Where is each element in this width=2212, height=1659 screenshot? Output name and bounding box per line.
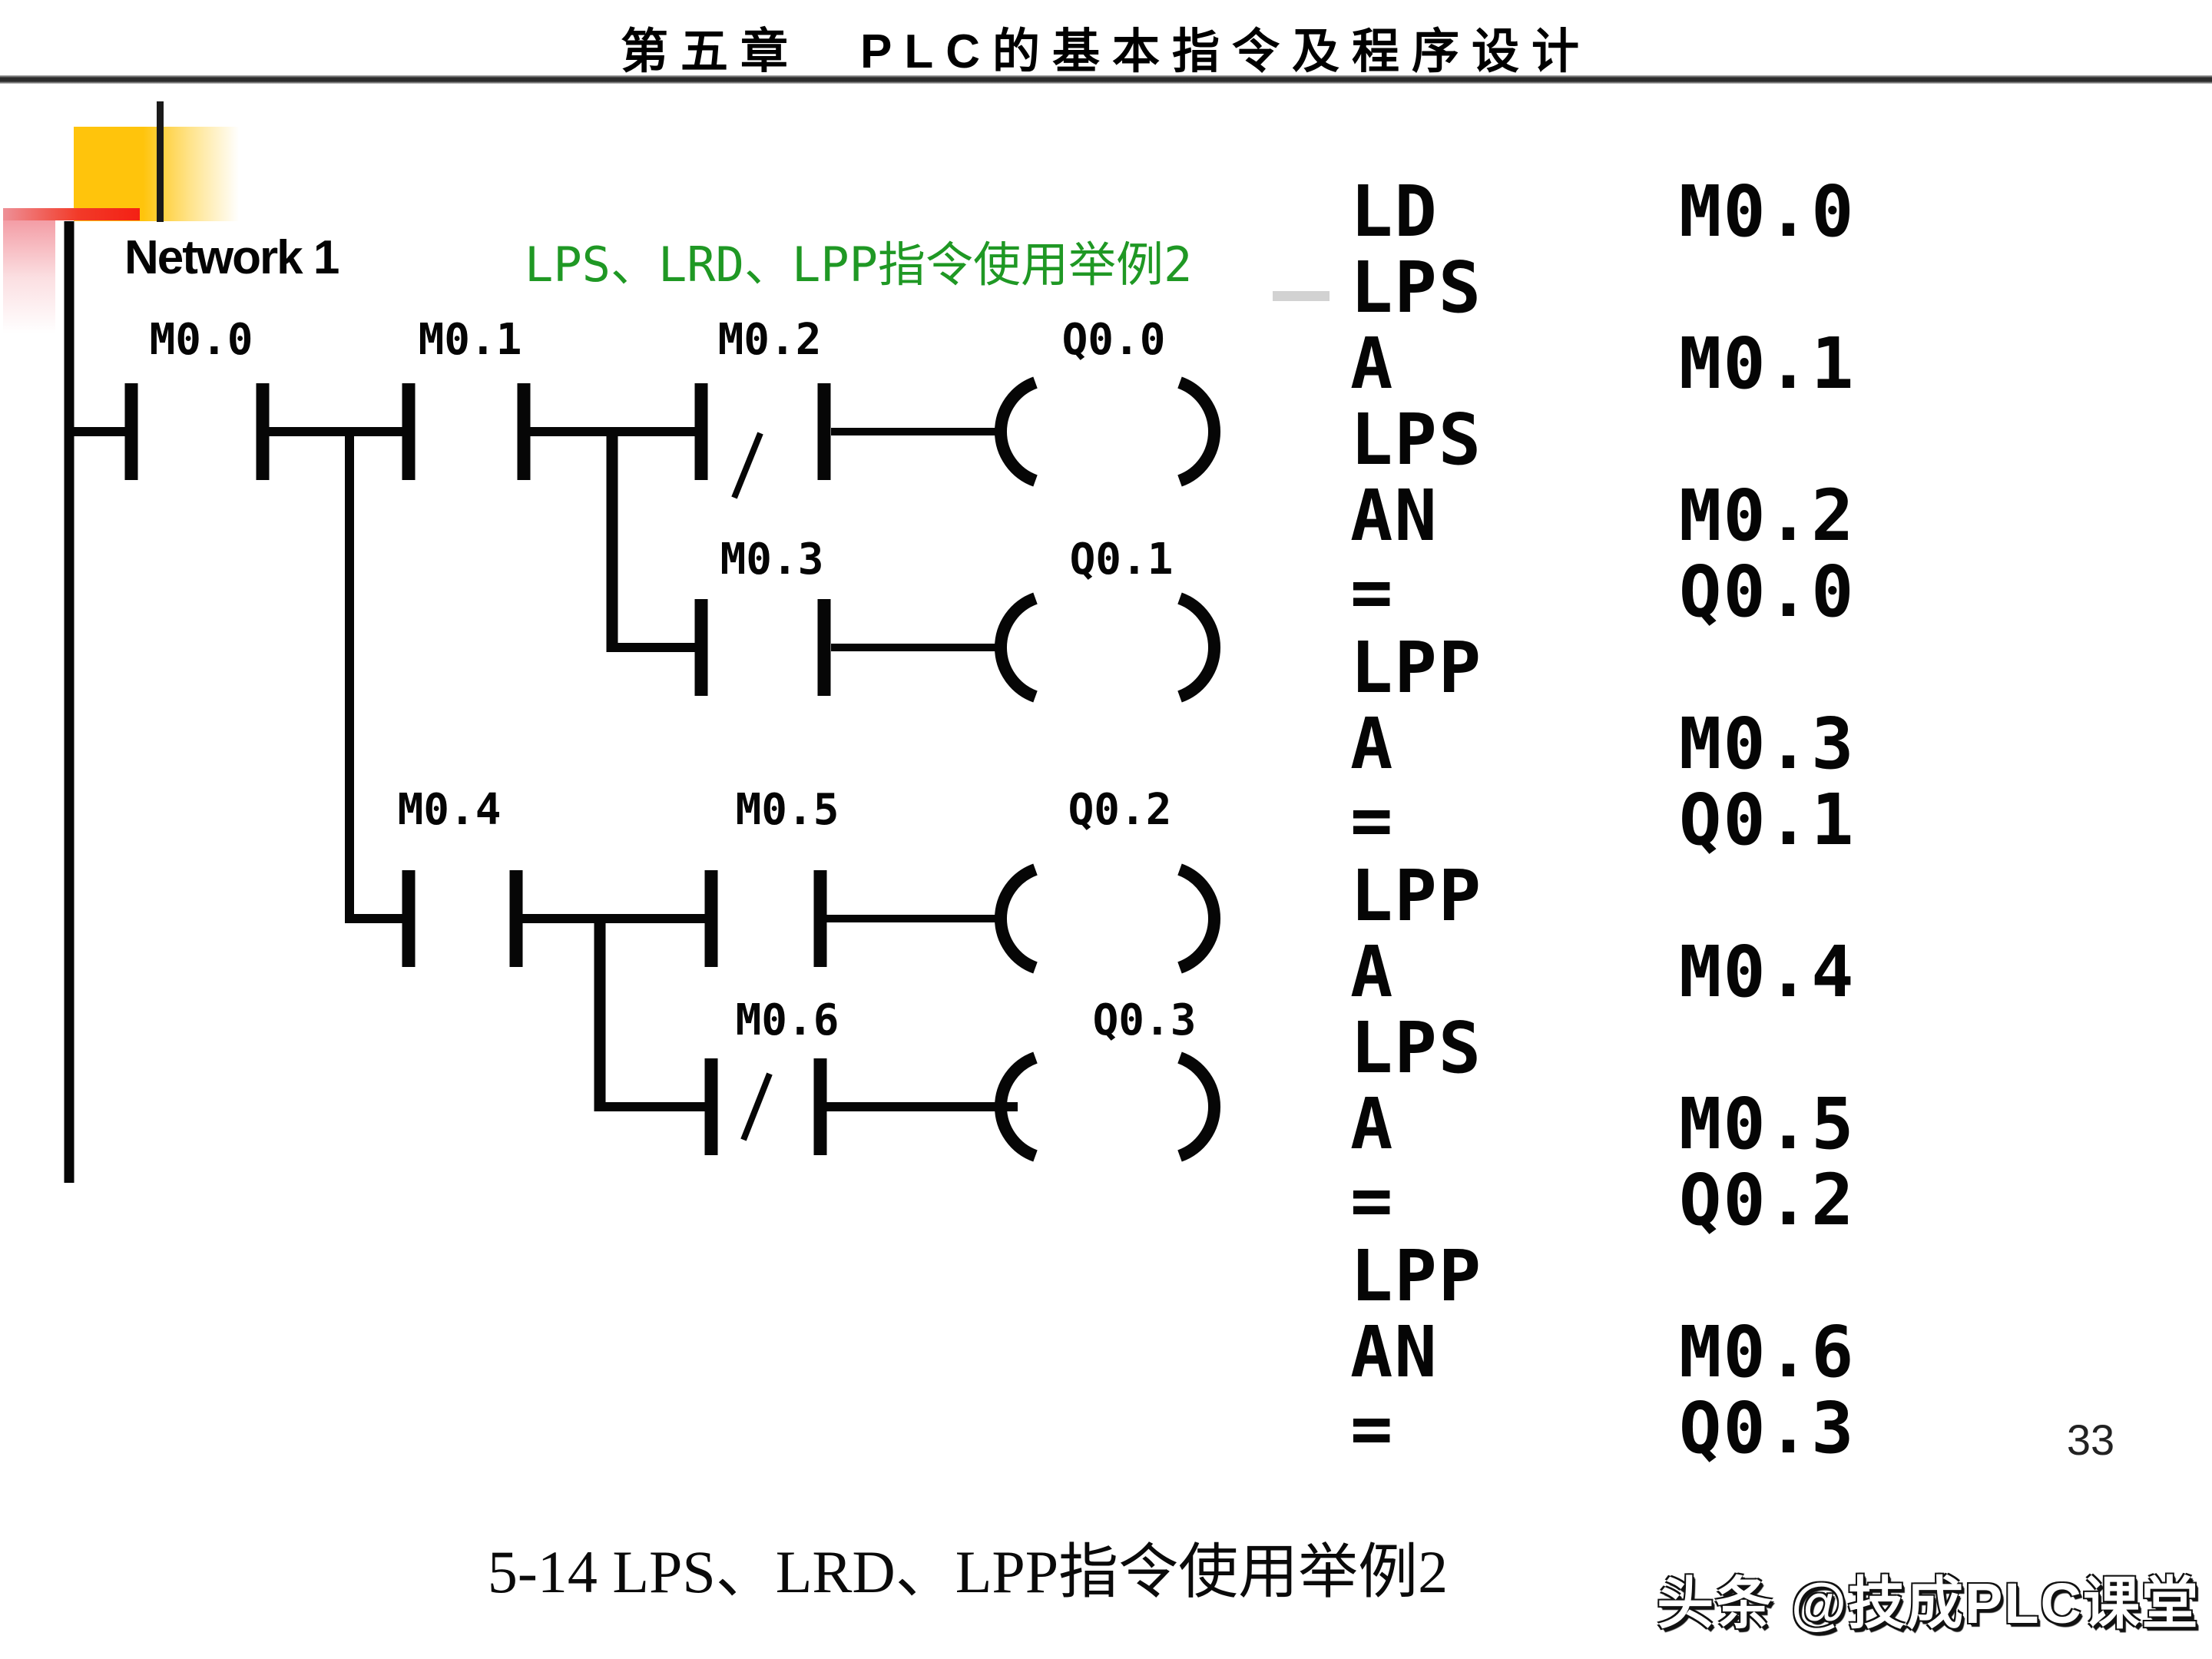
- stl-opcode: A: [1350, 323, 1395, 405]
- nc-slash: [740, 1072, 773, 1141]
- contact-m0-0: [124, 383, 270, 480]
- page-title: 第五章 PLC的基本指令及程序设计: [620, 25, 1591, 78]
- stl-operand: M0.2: [1679, 475, 1856, 557]
- label-q0-1: Q0.1: [1069, 535, 1174, 584]
- stl-row: A M0.1: [1350, 326, 1856, 402]
- page-number: 33: [2066, 1416, 2115, 1464]
- nc-slash: [731, 432, 763, 499]
- label-m0-6: M0.6: [735, 995, 839, 1045]
- pink-gradient-decoration: [3, 209, 55, 333]
- contact-m0-6-nc: [704, 1058, 827, 1155]
- contact-m0-4: [402, 870, 523, 967]
- label-m0-5: M0.5: [735, 785, 839, 835]
- red-bar-decoration: [3, 208, 140, 220]
- yellow-square-decoration: [74, 127, 239, 221]
- stl-operand: M0.0: [1679, 171, 1856, 253]
- stl-row: = Q0.1: [1350, 782, 1856, 858]
- stl-operand: Q0.2: [1679, 1159, 1856, 1241]
- label-m0-3: M0.3: [720, 535, 824, 584]
- stl-operand: M0.6: [1679, 1311, 1856, 1393]
- stl-row: LPP: [1350, 1238, 1856, 1314]
- stl-operand: M0.4: [1679, 931, 1856, 1013]
- stl-opcode: LPP: [1350, 627, 1483, 709]
- stl-opcode: AN: [1350, 475, 1439, 557]
- stl-row: LPS: [1350, 250, 1856, 326]
- coil-q0-1: [995, 592, 1220, 703]
- label-q0-3: Q0.3: [1092, 995, 1197, 1045]
- gray-dash-marker: [1273, 291, 1330, 301]
- stl-row: AN M0.6: [1350, 1314, 1856, 1390]
- stl-operand: Q0.1: [1679, 779, 1856, 861]
- stl-operand: M0.3: [1679, 703, 1856, 785]
- coil-q0-3: [995, 1051, 1220, 1162]
- label-m0-4: M0.4: [397, 785, 502, 835]
- label-m0-1: M0.1: [418, 315, 522, 365]
- watermark: 头条 @技成PLC课堂: [1657, 1571, 2200, 1635]
- label-m0-2: M0.2: [717, 315, 822, 365]
- stl-row: = Q0.0: [1350, 554, 1856, 630]
- stl-opcode: A: [1350, 1083, 1395, 1165]
- label-m0-0: M0.0: [149, 315, 253, 365]
- stl-opcode: A: [1350, 931, 1395, 1013]
- stl-opcode: =: [1350, 551, 1395, 633]
- coil-q0-0: [995, 376, 1220, 487]
- contact-m0-2-nc: [694, 383, 831, 499]
- stl-row: A M0.5: [1350, 1086, 1856, 1162]
- stl-opcode: LPS: [1350, 399, 1483, 481]
- contact-m0-3: [694, 599, 831, 696]
- stl-row: AN M0.2: [1350, 478, 1856, 554]
- stl-opcode: LPP: [1350, 855, 1483, 937]
- stl-program: LD M0.0 LPS A M0.1 LPS AN M0.2 = Q0.0 LPP A M…: [1350, 174, 1856, 1466]
- stl-row: LPS: [1350, 402, 1856, 478]
- network-subtitle: LPS、LRD、LPP指令使用举例2: [525, 237, 1193, 293]
- stl-row: = Q0.2: [1350, 1162, 1856, 1238]
- stl-row: LPP: [1350, 858, 1856, 934]
- stl-operand: Q0.3: [1679, 1387, 1856, 1469]
- stl-operand: M0.5: [1679, 1083, 1856, 1165]
- label-q0-0: Q0.0: [1061, 315, 1166, 365]
- figure-caption: 5-14 LPS、LRD、LPP指令使用举例2: [487, 1538, 1449, 1605]
- stl-row: = Q0.3: [1350, 1390, 1856, 1466]
- stl-opcode: LPS: [1350, 1007, 1483, 1089]
- stl-operand: M0.1: [1679, 323, 1856, 405]
- black-tick-decoration: [157, 101, 164, 222]
- contact-m0-1: [402, 383, 531, 480]
- stl-opcode: LPS: [1350, 247, 1483, 329]
- label-q0-2: Q0.2: [1068, 785, 1172, 835]
- stl-row: LD M0.0: [1350, 174, 1856, 250]
- stl-row: LPS: [1350, 1010, 1856, 1086]
- stl-opcode: A: [1350, 703, 1395, 785]
- stl-opcode: =: [1350, 779, 1395, 861]
- contact-m0-5: [704, 870, 827, 967]
- stl-operand: Q0.0: [1679, 551, 1856, 633]
- stl-row: A M0.3: [1350, 706, 1856, 782]
- stl-row: LPP: [1350, 630, 1856, 706]
- coil-q0-2: [995, 863, 1220, 974]
- network-title: Network 1: [124, 231, 339, 284]
- stl-opcode: LPP: [1350, 1235, 1483, 1317]
- stl-opcode: LD: [1350, 171, 1439, 253]
- stl-opcode: =: [1350, 1159, 1395, 1241]
- stl-opcode: =: [1350, 1387, 1395, 1469]
- stl-opcode: AN: [1350, 1311, 1439, 1393]
- title-divider: [0, 75, 2212, 84]
- stl-row: A M0.4: [1350, 934, 1856, 1010]
